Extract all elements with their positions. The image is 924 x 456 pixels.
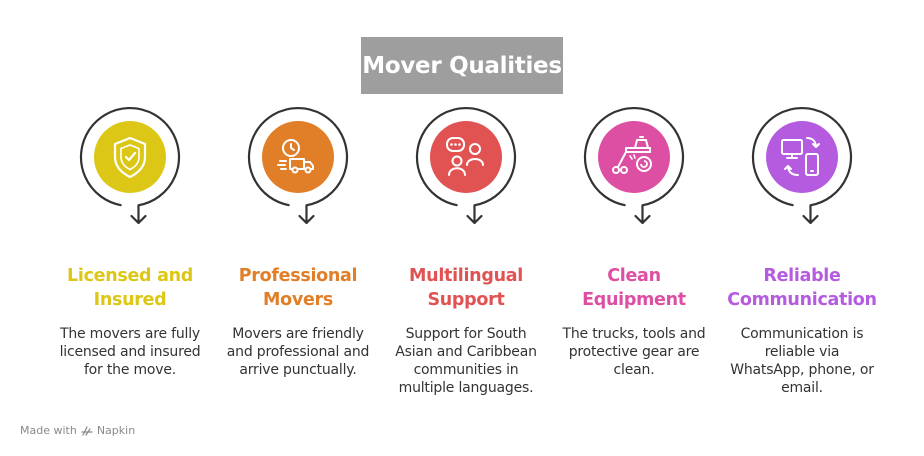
quality-description-line: Communication is bbox=[740, 326, 864, 342]
badge-pointer-arrow bbox=[298, 204, 315, 225]
quality-heading-line: Insured bbox=[93, 290, 167, 310]
badge-pointer-arrow bbox=[130, 204, 147, 225]
badge-circle bbox=[430, 121, 502, 193]
quality-description-line: Asian and Caribbean bbox=[395, 344, 537, 360]
quality-badge bbox=[751, 106, 853, 225]
quality-description-line: The trucks, tools and bbox=[562, 326, 706, 342]
badge-ring-arc bbox=[247, 106, 349, 207]
quality-heading-line: Movers bbox=[263, 290, 333, 310]
napkin-logo-icon bbox=[81, 425, 93, 436]
quality-description-line: protective gear are bbox=[568, 344, 700, 360]
footer: Made with Napkin bbox=[20, 424, 135, 437]
quality-badge bbox=[583, 106, 685, 225]
quality-description-line: communities in bbox=[413, 362, 519, 378]
badge-ring-arc bbox=[583, 106, 685, 207]
quality-badge bbox=[79, 106, 181, 225]
quality-description-line: clean. bbox=[613, 362, 655, 378]
quality-description: The trucks, tools and protective gear are… bbox=[550, 325, 718, 379]
quality-description-line: The movers are fully bbox=[59, 326, 201, 342]
quality-description-line: licensed and insured bbox=[59, 344, 201, 360]
made-with-label: Made with bbox=[20, 424, 77, 437]
quality-badge bbox=[247, 106, 349, 225]
quality-heading-line: Clean bbox=[607, 266, 661, 286]
quality-description-line: reliable via bbox=[764, 344, 840, 360]
quality-description-line: WhatsApp, phone, or bbox=[730, 362, 874, 378]
quality-heading-line: Reliable bbox=[763, 266, 841, 286]
badge-circle bbox=[262, 121, 334, 193]
quality-badge bbox=[415, 106, 517, 225]
quality-heading-line: Equipment bbox=[582, 290, 686, 310]
page-title: Mover Qualities bbox=[362, 52, 562, 79]
quality-heading-line: Support bbox=[427, 290, 505, 310]
badge-ring-arc bbox=[415, 106, 517, 207]
quality-description: The movers are fully licensed and insured… bbox=[46, 325, 214, 379]
quality-description: Movers are friendly and professional and a… bbox=[214, 325, 382, 379]
shield-check-icon bbox=[113, 136, 147, 179]
quality-description-line: arrive punctually. bbox=[239, 362, 357, 378]
quality-description-line: for the move. bbox=[83, 362, 177, 378]
badge-circle bbox=[766, 121, 838, 193]
napkin-brand-label: Napkin bbox=[96, 424, 136, 437]
devices-sync-icon bbox=[781, 137, 820, 176]
badge-ring-arc bbox=[79, 106, 181, 207]
quality-heading-line: Licensed and bbox=[67, 266, 193, 286]
vacuum-cleaner-icon bbox=[612, 136, 652, 174]
quality-description-line: and professional and bbox=[226, 344, 370, 360]
quality-description-line: multiple languages. bbox=[398, 380, 534, 396]
quality-heading-line: Multilingual bbox=[409, 266, 523, 286]
badge-circle bbox=[94, 121, 166, 193]
badge-pointer-arrow bbox=[466, 204, 483, 225]
people-chat-icon bbox=[446, 137, 484, 176]
truck-clock-icon bbox=[277, 139, 314, 174]
quality-description-line: Support for South bbox=[405, 326, 527, 342]
quality-description-line: email. bbox=[781, 380, 823, 396]
quality-heading-line: Communication bbox=[727, 290, 877, 310]
badge-ring-arc bbox=[751, 106, 853, 207]
badge-pointer-arrow bbox=[802, 204, 819, 225]
quality-description-line: Movers are friendly bbox=[232, 326, 364, 342]
title-banner: Mover Qualities bbox=[361, 37, 563, 94]
badge-pointer-arrow bbox=[634, 204, 651, 225]
quality-heading-line: Professional bbox=[238, 266, 358, 286]
